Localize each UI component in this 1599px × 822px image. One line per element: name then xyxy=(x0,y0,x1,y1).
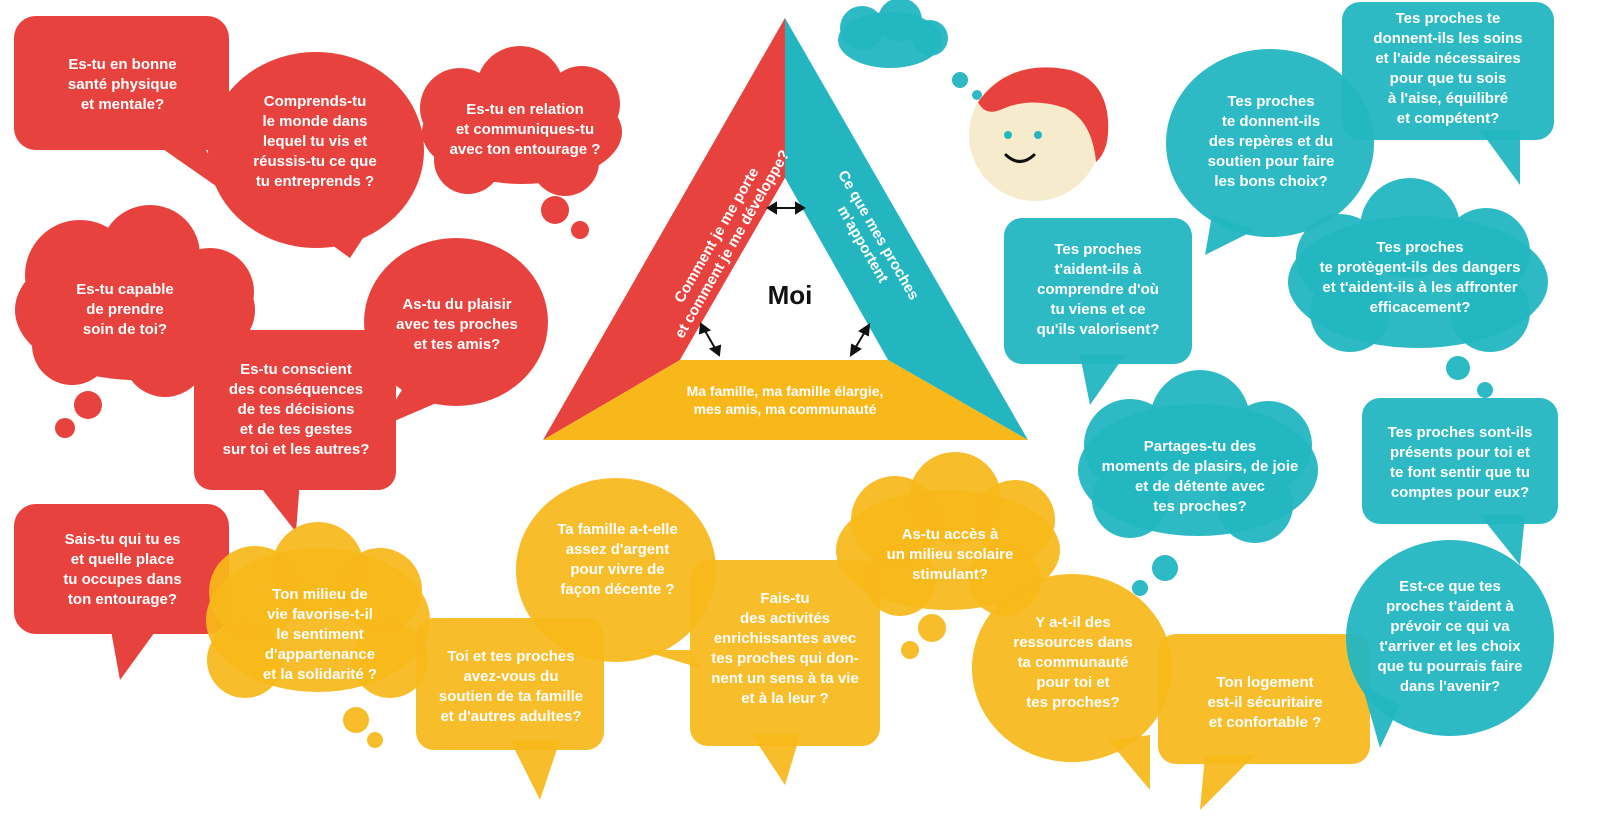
bubble-health-tail xyxy=(150,140,236,200)
bubble-money-shape xyxy=(516,478,716,662)
bubble-conscious-shape xyxy=(194,330,396,490)
yellow-bubble-shapes xyxy=(206,452,1370,810)
bubble-housing-text: Ton logement est-il sécuritaire et confo… xyxy=(1207,674,1323,731)
bubble-resources-text: Y a-t-il des ressources dans ta communau… xyxy=(1013,614,1133,711)
bubble-school-cloud xyxy=(836,452,1060,659)
bubble-relation-cloud xyxy=(420,46,622,239)
bubble-care-aid-tail xyxy=(1480,130,1520,185)
bubble-conscious-tail xyxy=(255,480,300,532)
bubble-guidance-text: Tes proches te donnent-ils des repères e… xyxy=(1207,93,1335,190)
bubble-identity-text: Sais-tu qui tu es et quelle place tu occ… xyxy=(63,531,182,608)
arrow-right-icon xyxy=(849,322,871,358)
bubble-pleasure-tail xyxy=(378,385,455,428)
bubble-care-aid-text: Tes proches te donnent-ils les soins et … xyxy=(1373,10,1523,127)
bubble-housing-shape xyxy=(1158,634,1370,764)
bubble-resources-shape xyxy=(972,574,1172,762)
face-thought-cloud xyxy=(838,0,982,100)
bubble-guidance-shape xyxy=(1166,49,1374,237)
bubble-relation-text: Es-tu en relation et communiques-tu avec… xyxy=(449,101,601,158)
teal-bubble-shapes xyxy=(838,0,1558,748)
bubble-activities-tail xyxy=(752,735,800,785)
bubble-support-text: Toi et tes proches avez-vous du soutien … xyxy=(438,648,584,725)
bubble-protect-cloud xyxy=(1288,178,1548,398)
bubble-school-text: As-tu accès à un milieu scolaire stimula… xyxy=(886,526,1014,583)
bubble-pleasure-shape xyxy=(364,238,548,406)
bubble-present-text: Tes proches sont-ils présents pour toi e… xyxy=(1387,424,1533,501)
bubble-money-tail xyxy=(640,650,700,668)
arrow-left-icon xyxy=(698,322,722,357)
bubble-future-tail xyxy=(1362,685,1400,748)
bubble-guidance-tail xyxy=(1205,215,1255,255)
bubble-future-shape xyxy=(1346,540,1554,736)
bubble-protect-text: Tes proches te protègent-ils des dangers… xyxy=(1319,239,1521,316)
bubble-conscious-text: Es-tu conscient des conséquences de tes … xyxy=(222,361,370,458)
center-label-moi: Moi xyxy=(767,280,813,310)
bubble-identity-tail xyxy=(110,625,160,680)
bubble-present-shape xyxy=(1362,398,1558,524)
bubble-pleasure-text: As-tu du plaisir avec tes proches et tes… xyxy=(396,296,518,353)
bubble-belonging-text: Ton milieu de vie favorise-t-il le senti… xyxy=(262,586,378,683)
bubble-present-tail xyxy=(1480,515,1525,565)
bubble-money-text: Ta famille a-t-elle assez d'argent pour … xyxy=(557,521,678,598)
child-face-icon xyxy=(969,67,1109,201)
bubble-activities-shape xyxy=(690,560,880,746)
red-bubble-shapes xyxy=(14,16,622,680)
bubble-world-shape xyxy=(208,52,424,248)
bubble-health-shape xyxy=(14,16,229,150)
bubble-moments-cloud xyxy=(1078,370,1318,596)
central-triangle xyxy=(543,18,1028,440)
bubble-care-text: Es-tu capable de prendre soin de toi? xyxy=(76,281,174,338)
triangle-left-side xyxy=(543,18,785,440)
bubble-housing-tail xyxy=(1200,755,1255,810)
bubble-support-shape xyxy=(416,618,604,750)
triangle-right-side xyxy=(785,18,1028,440)
bubble-world-tail xyxy=(318,235,365,258)
triangle-bottom-label: Ma famille, ma famille élargie, mes amis… xyxy=(686,383,884,417)
bubble-identity-shape xyxy=(14,504,229,634)
bubble-resources-tail xyxy=(1108,735,1150,790)
double-arrows xyxy=(698,201,871,358)
bubble-future-text: Est-ce que tes proches t'aident à prévoi… xyxy=(1377,578,1523,695)
bubble-support-tail xyxy=(510,740,560,800)
bubble-roots-tail xyxy=(1080,355,1125,405)
triangle-center xyxy=(680,178,888,360)
bubble-world-text: Comprends-tu le monde dans lequel tu vis… xyxy=(253,93,377,190)
bubble-roots-text: Tes proches t'aident-ils à comprendre d'… xyxy=(1036,241,1160,338)
bubble-roots-shape xyxy=(1004,218,1192,364)
bubble-health-text: Es-tu en bonne santé physique et mentale… xyxy=(67,56,178,113)
arrow-top-icon xyxy=(766,201,806,215)
bubble-activities-text: Fais-tu des activités enrichissantes ave… xyxy=(711,590,859,707)
bubble-moments-text: Partages-tu des moments de plasirs, de j… xyxy=(1101,438,1299,515)
triangle-bottom-side xyxy=(543,360,1028,440)
bubble-belonging-cloud xyxy=(206,522,430,748)
bubble-care-aid-shape xyxy=(1342,2,1554,140)
